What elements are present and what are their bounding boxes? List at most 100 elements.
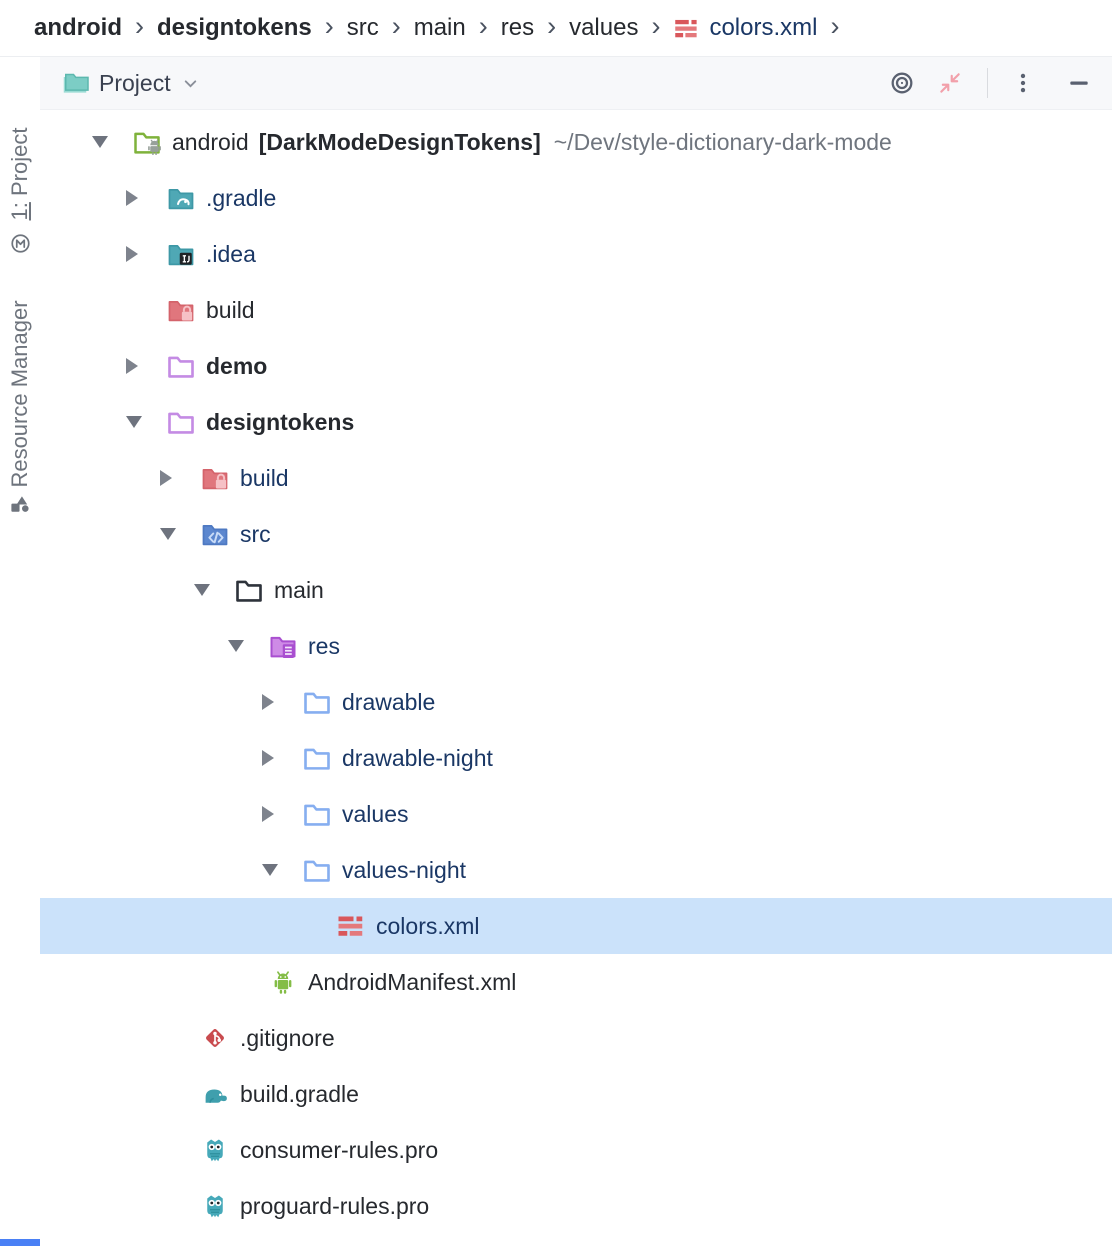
- idea-folder-icon: [166, 226, 206, 282]
- hide-toolwindow-icon[interactable]: [1064, 68, 1094, 98]
- active-toolwindow-accent-strip: [0, 1239, 40, 1246]
- module-folder-icon: [166, 338, 206, 394]
- chevron-collapsed-icon[interactable]: [126, 226, 166, 282]
- gradle-folder-icon: [166, 170, 206, 226]
- chevron-placeholder: [160, 1066, 200, 1122]
- tree-item-label: android: [172, 128, 249, 155]
- project-path-label: ~/Dev/style-dictionary-dark-mode: [553, 128, 892, 155]
- breadcrumb-label: main: [413, 14, 466, 41]
- tree-row-android[interactable]: android[DarkModeDesignTokens]~/Dev/style…: [40, 114, 1112, 170]
- chevron-placeholder: [160, 1178, 200, 1234]
- tree-row-colors.xml[interactable]: colors.xml: [40, 898, 1112, 954]
- src-folder-icon: [200, 506, 240, 562]
- chevron-expanded-icon[interactable]: [92, 114, 132, 170]
- tree-row-.gitignore[interactable]: .gitignore: [40, 1010, 1112, 1066]
- git-icon: [200, 1010, 240, 1066]
- chevron-placeholder: [160, 1010, 200, 1066]
- module-folder-icon: [166, 394, 206, 450]
- tree-row-values-night[interactable]: values-night: [40, 842, 1112, 898]
- chevron-expanded-icon[interactable]: [160, 506, 200, 562]
- tree-row-drawable-night[interactable]: drawable-night: [40, 730, 1112, 786]
- breadcrumb-separator-icon: ›: [478, 10, 488, 41]
- tree-row-designtokens[interactable]: designtokens: [40, 394, 1112, 450]
- proguard-owl-icon: [200, 1178, 240, 1234]
- project-tab-icon[interactable]: [9, 232, 32, 255]
- breadcrumb-item-designtokens[interactable]: designtokens: [157, 14, 312, 42]
- breadcrumb-item-values[interactable]: values: [569, 14, 638, 42]
- breadcrumb-item-main[interactable]: main: [414, 14, 466, 42]
- tree-item-label: .idea: [206, 240, 256, 267]
- tree-row-values[interactable]: values: [40, 786, 1112, 842]
- chevron-placeholder: [296, 898, 336, 954]
- sidebar-item-resource-manager[interactable]: Resource Manager: [7, 300, 32, 488]
- resource-manager-icon[interactable]: [9, 494, 32, 517]
- build-folder-icon: [200, 450, 240, 506]
- breadcrumb-separator-icon: ›: [651, 10, 661, 41]
- chevron-expanded-icon[interactable]: [126, 394, 166, 450]
- chevron-collapsed-icon[interactable]: [262, 786, 302, 842]
- chevron-collapsed-icon[interactable]: [262, 674, 302, 730]
- tree-row-res[interactable]: res: [40, 618, 1112, 674]
- chevron-collapsed-icon[interactable]: [126, 338, 166, 394]
- tree-row-drawable[interactable]: drawable: [40, 674, 1112, 730]
- android-robot-icon: [268, 954, 308, 1010]
- breadcrumb: android › designtokens › src › main › res › values…: [0, 0, 1112, 57]
- breadcrumb-separator-icon: ›: [391, 10, 401, 41]
- breadcrumb-item-src[interactable]: src: [347, 14, 379, 42]
- chevron-collapsed-icon[interactable]: [262, 730, 302, 786]
- tree-item-label: build: [206, 296, 255, 323]
- breadcrumb-label: colors.xml: [709, 14, 818, 41]
- breadcrumb-label: designtokens: [157, 14, 312, 41]
- tool-window-stripe: 1: Project Resource Manager: [0, 57, 40, 1246]
- chevron-expanded-icon[interactable]: [262, 842, 302, 898]
- blue-folder-icon: [302, 674, 342, 730]
- chevron-placeholder: [160, 1122, 200, 1178]
- tree-row-build.gradle[interactable]: build.gradle: [40, 1066, 1112, 1122]
- breadcrumb-separator-icon: ›: [547, 10, 557, 41]
- tree-item-label: values-night: [342, 856, 467, 883]
- chevron-collapsed-icon[interactable]: [160, 450, 200, 506]
- chevron-down-icon[interactable]: [182, 75, 199, 92]
- toolbar-separator: [987, 68, 988, 98]
- breadcrumb-label: android: [34, 14, 122, 41]
- blue-folder-icon: [302, 730, 342, 786]
- sidebar-item-project[interactable]: 1: Project: [7, 127, 32, 221]
- tree-row-consumer-rules.pro[interactable]: consumer-rules.pro: [40, 1122, 1112, 1178]
- res-folder-icon: [268, 618, 308, 674]
- breadcrumb-item-res[interactable]: res: [501, 14, 534, 42]
- blue-folder-icon: [302, 786, 342, 842]
- tree-item-label: src: [240, 520, 271, 547]
- tree-item-label: .gitignore: [240, 1024, 335, 1051]
- gradle-elephant-icon: [200, 1066, 240, 1122]
- tree-row-.gradle[interactable]: .gradle: [40, 170, 1112, 226]
- proguard-owl-icon: [200, 1122, 240, 1178]
- collapse-shrink-icon[interactable]: [935, 68, 965, 98]
- tree-row-AndroidManifest.xml[interactable]: AndroidManifest.xml: [40, 954, 1112, 1010]
- tree-row-build[interactable]: build: [40, 450, 1112, 506]
- tree-item-label: demo: [206, 352, 268, 379]
- tree-row-demo[interactable]: demo: [40, 338, 1112, 394]
- chevron-collapsed-icon[interactable]: [126, 170, 166, 226]
- locate-target-icon[interactable]: [887, 68, 917, 98]
- breadcrumb-label: res: [500, 14, 535, 41]
- chevron-expanded-icon[interactable]: [228, 618, 268, 674]
- tree-row-.idea[interactable]: .idea: [40, 226, 1112, 282]
- kebab-menu-icon[interactable]: [1008, 68, 1038, 98]
- tree-row-build[interactable]: build: [40, 282, 1112, 338]
- values-xml-icon: [336, 898, 376, 954]
- tree-row-src[interactable]: src: [40, 506, 1112, 562]
- breadcrumb-item-android[interactable]: android: [34, 14, 122, 42]
- project-file-tree: android[DarkModeDesignTokens]~/Dev/style…: [40, 110, 1112, 1234]
- tree-item-label: .gradle: [206, 184, 277, 211]
- breadcrumb-item-colors.xml[interactable]: colors.xml: [673, 14, 817, 42]
- tree-row-proguard-rules.pro[interactable]: proguard-rules.pro: [40, 1178, 1112, 1234]
- chevron-expanded-icon[interactable]: [194, 562, 234, 618]
- breadcrumb-separator-icon: ›: [135, 10, 144, 41]
- tree-item-label: AndroidManifest.xml: [308, 968, 517, 995]
- build-folder-icon: [166, 282, 206, 338]
- project-toolwindow-header: Project: [40, 57, 1112, 110]
- tree-item-label: drawable: [342, 688, 436, 715]
- project-folder-icon: [60, 68, 90, 98]
- toolwindow-title[interactable]: Project: [99, 69, 171, 96]
- tree-row-main[interactable]: main: [40, 562, 1112, 618]
